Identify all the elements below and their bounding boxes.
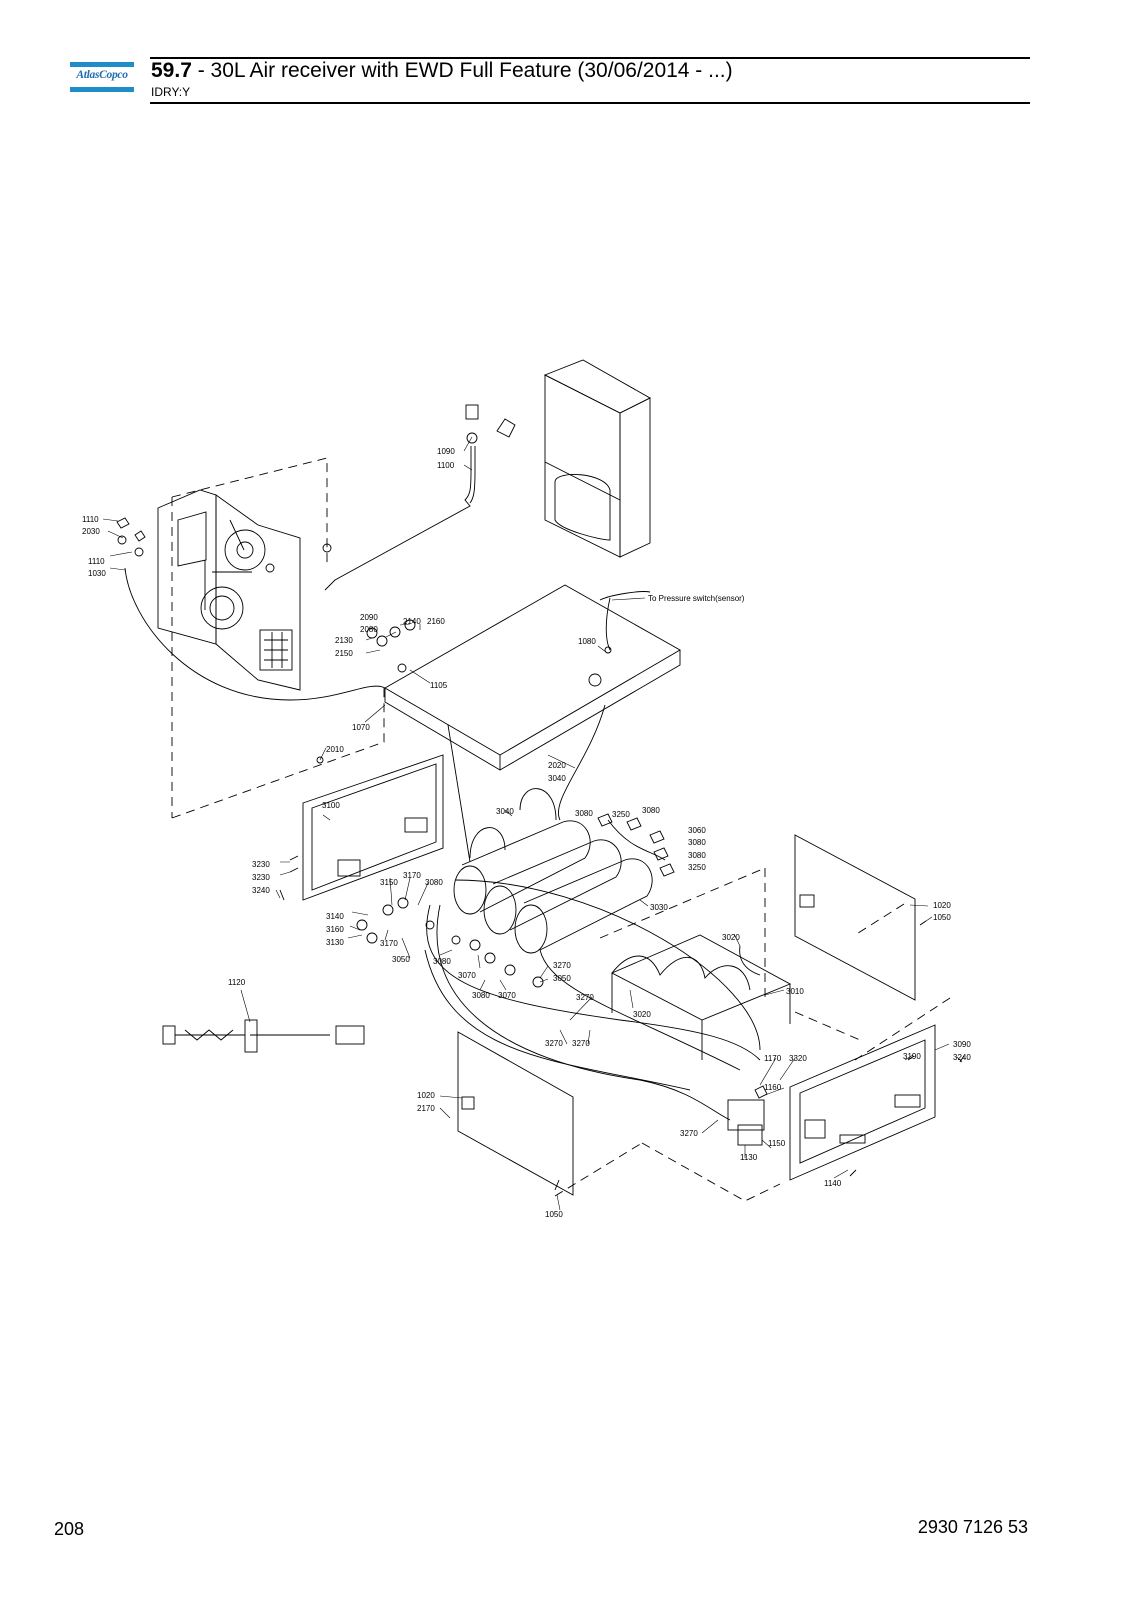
part-label: 2140 bbox=[403, 617, 421, 626]
part-label: 3270 bbox=[545, 1039, 563, 1048]
part-label: 2130 bbox=[335, 636, 353, 645]
part-label: 1090 bbox=[437, 447, 455, 456]
part-label: 3080 bbox=[688, 851, 706, 860]
part-labels: 1110 2030 1110 1030 1090 1100 2090 2080 … bbox=[82, 447, 971, 1219]
part-label: 3080 bbox=[472, 991, 490, 1000]
part-label: 3130 bbox=[326, 938, 344, 947]
page-number: 208 bbox=[54, 1519, 85, 1539]
page-title: 59.7 - 30L Air receiver with EWD Full Fe… bbox=[151, 59, 733, 83]
part-label: 3190 bbox=[903, 1052, 921, 1061]
part-label: 3140 bbox=[326, 912, 344, 921]
part-label: 2150 bbox=[335, 649, 353, 658]
part-label: 1050 bbox=[933, 913, 951, 922]
part-label: 3100 bbox=[322, 801, 340, 810]
section-number: 59.7 bbox=[151, 59, 192, 82]
diagram-linework bbox=[116, 359, 965, 1202]
header-rule-bottom bbox=[150, 102, 1030, 104]
part-label: 3060 bbox=[688, 826, 706, 835]
part-label: 2160 bbox=[427, 617, 445, 626]
part-label: 3020 bbox=[722, 933, 740, 942]
part-label: 1150 bbox=[768, 1139, 786, 1148]
title-text: - 30L Air receiver with EWD Full Feature… bbox=[191, 59, 733, 82]
part-label: 1020 bbox=[933, 901, 951, 910]
part-label: 1110 bbox=[88, 557, 105, 566]
part-label: 3270 bbox=[576, 993, 594, 1002]
page-subtitle: IDRY:Y bbox=[151, 85, 191, 99]
part-label: 3070 bbox=[458, 971, 476, 980]
part-label: 3080 bbox=[425, 878, 443, 887]
part-label: 3320 bbox=[789, 1054, 807, 1063]
part-label: 1170 bbox=[764, 1054, 782, 1063]
part-label: 1050 bbox=[545, 1210, 563, 1219]
part-label: 2090 bbox=[360, 613, 378, 622]
part-label: 3230 bbox=[252, 860, 270, 869]
diagram-leaders bbox=[102, 436, 963, 1211]
part-label: 3050 bbox=[392, 955, 410, 964]
part-label: 3080 bbox=[433, 957, 451, 966]
part-label: 3090 bbox=[953, 1040, 971, 1049]
part-label: 1120 bbox=[228, 978, 246, 987]
part-label: 3150 bbox=[380, 878, 398, 887]
part-label: 3230 bbox=[252, 873, 270, 882]
part-label: 3250 bbox=[612, 810, 630, 819]
logo-bar-top bbox=[70, 62, 134, 67]
part-label: 2080 bbox=[360, 625, 378, 634]
part-label: 3080 bbox=[688, 838, 706, 847]
document-number: 2930 7126 53 bbox=[917, 1517, 1028, 1537]
part-label: 1070 bbox=[352, 723, 370, 732]
part-label: 1080 bbox=[578, 637, 596, 646]
logo-wordmark: AtlasCopco bbox=[76, 69, 128, 81]
part-label: 3040 bbox=[496, 807, 514, 816]
part-label: 1020 bbox=[417, 1091, 435, 1100]
part-label: 2030 bbox=[82, 527, 100, 536]
part-label: 3170 bbox=[380, 939, 398, 948]
part-label: 1030 bbox=[88, 569, 106, 578]
atlas-copco-logo: AtlasCopco bbox=[70, 62, 134, 94]
part-label: 2020 bbox=[548, 761, 566, 770]
part-label: 3030 bbox=[650, 903, 668, 912]
part-label: 1105 bbox=[430, 681, 448, 690]
part-label: 3270 bbox=[572, 1039, 590, 1048]
part-label: 3270 bbox=[553, 961, 571, 970]
part-label: 3080 bbox=[575, 809, 593, 818]
part-label: 1130 bbox=[740, 1153, 758, 1162]
part-label: 1110 bbox=[82, 515, 99, 524]
part-label: 3070 bbox=[498, 991, 516, 1000]
part-label: 3050 bbox=[553, 974, 571, 983]
header-rule-top bbox=[150, 57, 1030, 59]
logo-bar-bottom bbox=[70, 87, 134, 92]
part-label: 3240 bbox=[953, 1053, 971, 1062]
part-label: 3250 bbox=[688, 863, 706, 872]
part-label: 2010 bbox=[326, 745, 344, 754]
part-label: 1100 bbox=[437, 461, 455, 470]
part-label: 3020 bbox=[633, 1010, 651, 1019]
part-label: 3270 bbox=[680, 1129, 698, 1138]
part-label: 3160 bbox=[326, 925, 344, 934]
part-label: 3040 bbox=[548, 774, 566, 783]
part-label: 1140 bbox=[824, 1179, 842, 1188]
part-label: 3010 bbox=[786, 987, 804, 996]
part-label: 1160 bbox=[764, 1083, 782, 1092]
part-label: 2170 bbox=[417, 1104, 435, 1113]
part-label: 3080 bbox=[642, 806, 660, 815]
part-label: 3170 bbox=[403, 871, 421, 880]
part-label: 3240 bbox=[252, 886, 270, 895]
pressure-switch-note: To Pressure switch(sensor) bbox=[648, 594, 745, 603]
